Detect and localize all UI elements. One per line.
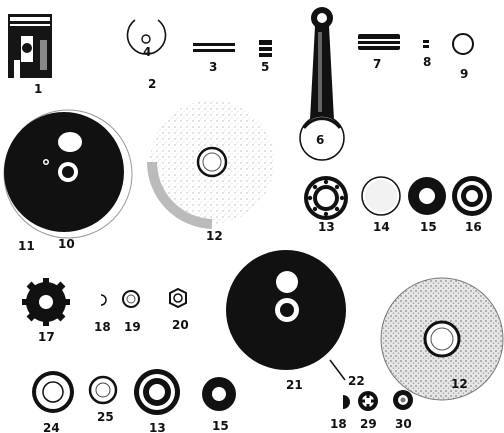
woodruff-key-top-part bbox=[101, 295, 106, 305]
disc-bottom-part bbox=[381, 278, 503, 400]
needle-bearing-part bbox=[259, 40, 272, 57]
part-number-label: 2 bbox=[148, 77, 156, 91]
sprocket-part bbox=[22, 278, 70, 326]
part-number-label: 10 bbox=[58, 237, 75, 251]
part-number-label: 6 bbox=[316, 133, 324, 147]
part-number-label: 25 bbox=[97, 410, 114, 424]
part-number-label: 5 bbox=[261, 60, 269, 74]
part-number-label: 18 bbox=[330, 417, 347, 431]
part-number-label: 1 bbox=[34, 82, 42, 96]
part-number-label: 24 bbox=[43, 421, 60, 433]
part-number-label: 15 bbox=[212, 419, 229, 433]
splined-washer-part bbox=[358, 391, 378, 411]
part-number-label: 22 bbox=[348, 374, 365, 388]
ball-bearing-bottom-part bbox=[134, 369, 180, 415]
bearing-16-part bbox=[452, 176, 492, 216]
part-number-label: 29 bbox=[360, 417, 377, 431]
part-number-label: 4 bbox=[143, 45, 151, 59]
part-number-label: 30 bbox=[395, 417, 412, 431]
part-number-label: 19 bbox=[124, 320, 141, 334]
crank-pin-part bbox=[358, 34, 400, 50]
part-number-label: 17 bbox=[38, 330, 55, 344]
part-number-label: 8 bbox=[423, 55, 431, 69]
washer-14-part bbox=[362, 177, 400, 215]
disc-top-part bbox=[150, 100, 274, 224]
washer-25-part bbox=[90, 377, 116, 403]
piston-ring-part bbox=[193, 43, 235, 52]
woodruff-key-bottom-part bbox=[343, 395, 350, 409]
part-number-label: 11 bbox=[18, 239, 35, 253]
part-number-label: 20 bbox=[172, 318, 189, 332]
nut-30-part bbox=[393, 390, 413, 410]
flywheel-bottom-part bbox=[226, 250, 346, 380]
part-number-label: 3 bbox=[209, 60, 217, 74]
small-pin-part bbox=[423, 40, 429, 48]
oil-seal-bottom-part bbox=[202, 377, 236, 411]
piston-part bbox=[8, 14, 52, 78]
ball-bearing-top-part bbox=[304, 176, 348, 220]
part-number-label: 14 bbox=[373, 220, 390, 234]
lock-washer-part bbox=[123, 291, 139, 307]
part-number-label: 18 bbox=[94, 320, 111, 334]
hex-nut-part bbox=[170, 289, 186, 307]
flywheel-left-part bbox=[4, 110, 132, 238]
part-number-label: 12 bbox=[451, 377, 468, 391]
part-number-label: 16 bbox=[465, 220, 482, 234]
part-number-label: 9 bbox=[460, 67, 468, 81]
part-number-label: 15 bbox=[420, 220, 437, 234]
ring-part bbox=[453, 34, 473, 54]
oil-seal-top-part bbox=[408, 177, 446, 215]
washer-24-part bbox=[32, 371, 74, 413]
part-number-label: 7 bbox=[373, 57, 381, 71]
part-number-label: 13 bbox=[318, 220, 335, 234]
part-number-label: 13 bbox=[149, 421, 166, 433]
part-number-label: 21 bbox=[286, 378, 303, 392]
part-number-label: 12 bbox=[206, 229, 223, 243]
